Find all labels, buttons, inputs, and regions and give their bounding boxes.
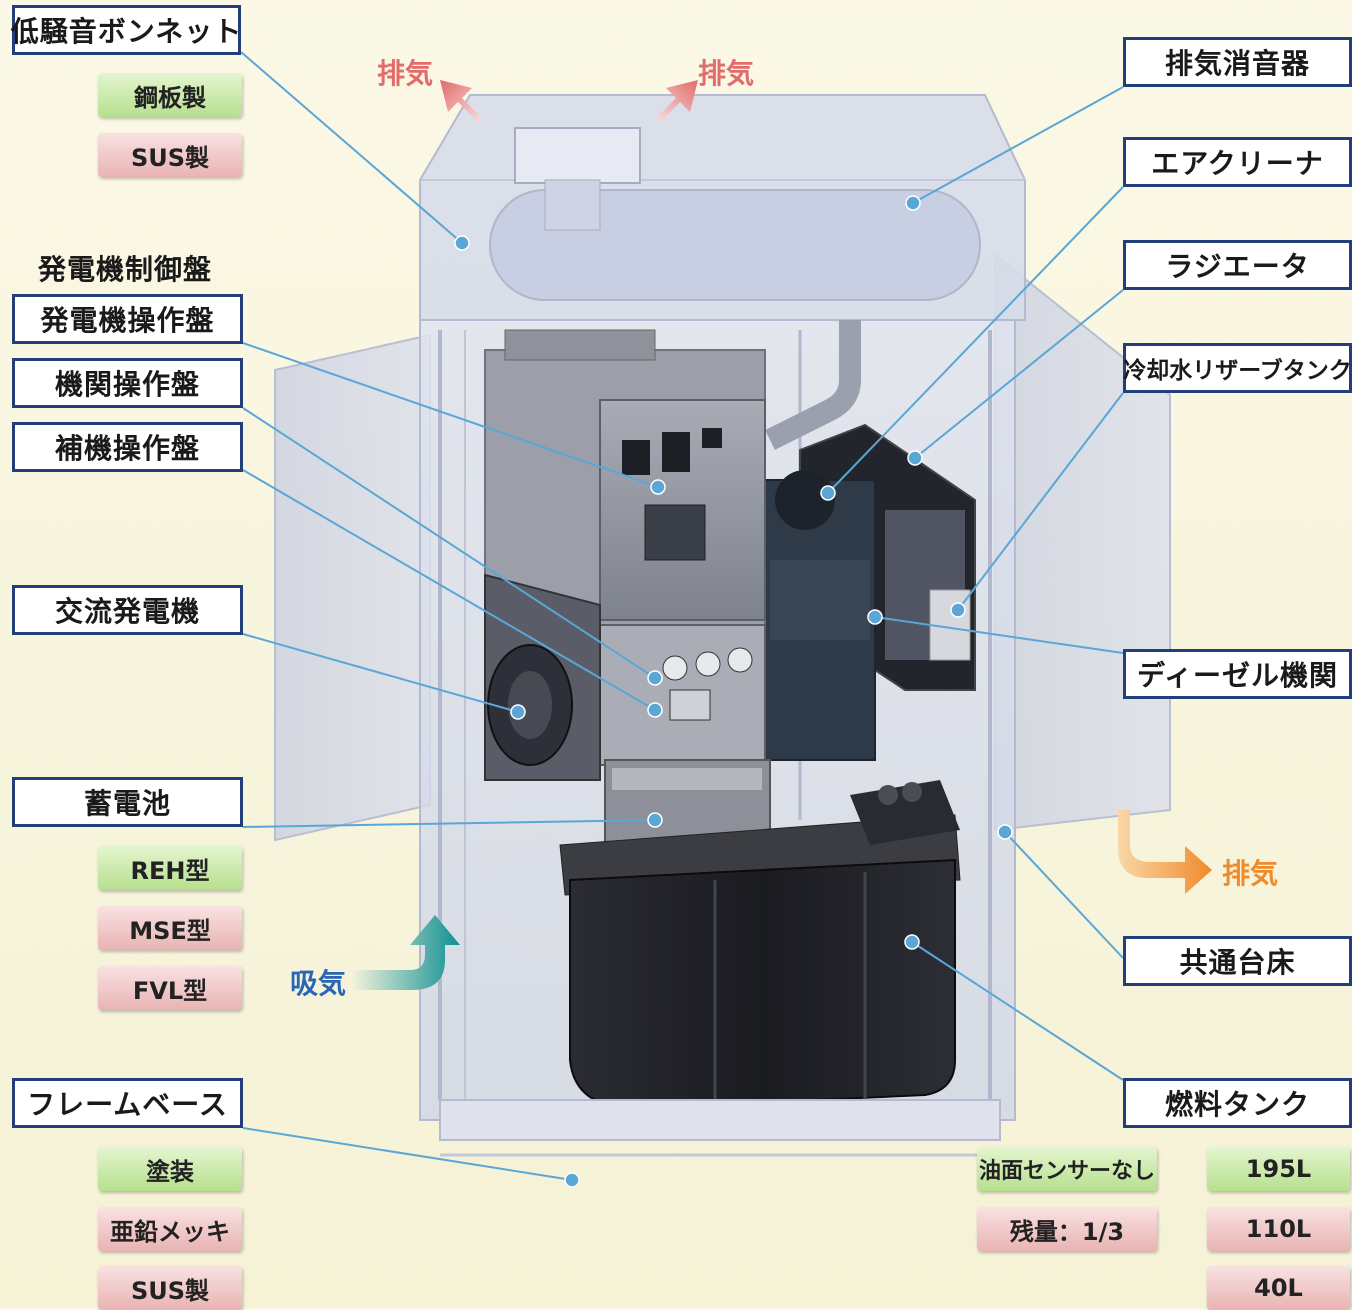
fuel-tank-label: 燃料タンク bbox=[1123, 1078, 1352, 1128]
engine-operation-panel-label: 機関操作盤 bbox=[12, 358, 243, 408]
fuel-capacity-40: 40L bbox=[1207, 1266, 1350, 1310]
frame-option-paint: 塗装 bbox=[98, 1147, 242, 1191]
frame-option-galvanized: 亜鉛メッキ bbox=[98, 1207, 242, 1251]
coolant-reserve-tank-label: 冷却水リザーブタンク bbox=[1123, 343, 1352, 393]
air-cleaner-label: エアクリーナ bbox=[1123, 137, 1352, 187]
bonnet-option-steel: 鋼板製 bbox=[98, 73, 242, 117]
exhaust-label-left: 排気 bbox=[377, 57, 434, 90]
ac-generator-label: 交流発電機 bbox=[12, 585, 243, 635]
fuel-capacity-195: 195L bbox=[1207, 1147, 1350, 1191]
gen-operation-panel-label: 発電機操作盤 bbox=[12, 294, 243, 344]
frame-option-sus: SUS製 bbox=[98, 1266, 242, 1310]
battery-option-mse: MSE型 bbox=[98, 906, 242, 950]
fuel-option-remaining: 残量：1/3 bbox=[977, 1207, 1157, 1251]
exhaust-label-side: 排気 bbox=[1222, 857, 1279, 890]
frame-base-label: フレームベース bbox=[12, 1078, 243, 1128]
radiator-label: ラジエータ bbox=[1123, 240, 1352, 290]
bonnet-option-sus: SUS製 bbox=[98, 133, 242, 177]
gen-control-panel-heading: 発電機制御盤 bbox=[38, 253, 213, 286]
fuel-option-no-sensor: 油面センサーなし bbox=[977, 1147, 1157, 1191]
low-noise-bonnet-label: 低騒音ボンネット bbox=[11, 5, 241, 55]
diesel-engine-label: ディーゼル機関 bbox=[1123, 649, 1352, 699]
battery-label: 蓄電池 bbox=[12, 777, 243, 827]
fuel-capacity-110: 110L bbox=[1207, 1207, 1350, 1251]
aux-operation-panel-label: 補機操作盤 bbox=[12, 422, 243, 472]
exhaust-muffler-label: 排気消音器 bbox=[1123, 37, 1352, 87]
intake-label: 吸気 bbox=[290, 967, 347, 1000]
battery-option-reh: REH型 bbox=[98, 846, 242, 890]
battery-option-fvl: FVL型 bbox=[98, 966, 242, 1010]
exhaust-label-right: 排気 bbox=[698, 57, 755, 90]
common-base-label: 共通台床 bbox=[1123, 936, 1352, 986]
